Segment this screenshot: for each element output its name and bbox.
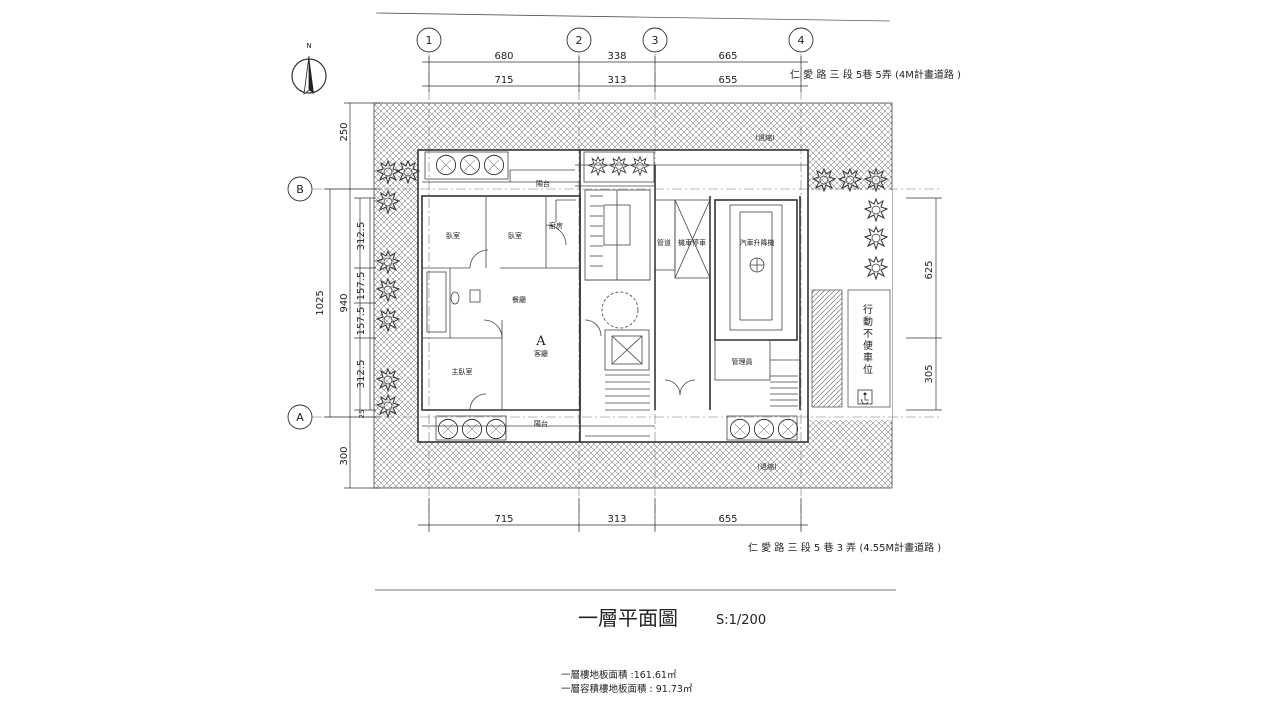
grid-bubble-4 <box>788 27 814 53</box>
grid-bubble-2 <box>566 27 592 53</box>
service-area <box>654 199 711 279</box>
room-balcony-top: 陽台 <box>536 179 550 188</box>
room-mech-parking: 機車停車 <box>678 238 706 247</box>
dim-left-part-4: 312.5 <box>356 360 367 389</box>
dim-left-sub: 940 <box>339 293 350 312</box>
grid-bubble-1 <box>416 27 442 53</box>
stair-core <box>584 189 696 396</box>
car-lift <box>714 199 800 381</box>
accessible-char-1: 行 <box>863 303 873 316</box>
room-bedroom-1: 臥室 <box>446 231 460 240</box>
grid-label-4: 4 <box>798 34 805 47</box>
dim-top-3: 665 <box>718 51 737 62</box>
drawing-title: 一層平面圖 <box>578 606 678 630</box>
dim-left-total: 1025 <box>315 290 326 315</box>
room-guard: 管理員 <box>732 357 753 366</box>
dim-bottom-1: 715 <box>494 514 513 525</box>
room-master: 主臥室 <box>452 367 473 376</box>
room-bedroom-2: 臥室 <box>508 231 522 240</box>
room-kitchen: 廚房 <box>549 221 563 230</box>
accessible-char-2: 動 <box>863 315 873 328</box>
dim-left-part-1: 312.5 <box>356 222 367 251</box>
room-balcony-bottom: 陽台 <box>534 419 548 428</box>
dim-left-setback-top: 250 <box>339 122 350 141</box>
accessible-parking-stripe <box>811 289 843 408</box>
building-walls <box>417 149 809 443</box>
dim-left-part-3: 157.5 <box>356 307 367 336</box>
right-dimensions: 625 305 <box>906 197 942 411</box>
dim-top-inner-1: 715 <box>494 75 513 86</box>
accessible-parking-space <box>847 289 891 408</box>
grid-bubble-b <box>287 176 313 202</box>
north-label: N <box>306 42 311 50</box>
dim-bottom-2: 313 <box>607 514 626 525</box>
grid-label-b: B <box>296 183 304 196</box>
grid-label-2: 2 <box>576 34 583 47</box>
room-labels: 陽台 臥室 臥室 廚房 餐廳 A 客廳 主臥室 陽台 管道 機車停車 汽車升降機… <box>446 133 777 471</box>
top-dimensions: 680 338 665 715 313 655 <box>422 51 808 92</box>
dim-left-part-2: 157.5 <box>356 272 367 301</box>
stair-treads <box>590 195 798 411</box>
wheelchair-icon <box>857 389 873 405</box>
dim-top-inner-3: 655 <box>718 75 737 86</box>
setback-south: (退縮) <box>757 462 777 471</box>
grid-label-a: A <box>296 411 304 424</box>
north-arrow: N <box>291 42 327 95</box>
dim-right-1: 625 <box>924 260 935 279</box>
area-far: 一層容積樓地板面積 : 91.73㎡ <box>561 683 693 695</box>
grid-label-1: 1 <box>426 34 433 47</box>
dim-top-inner-2: 313 <box>607 75 626 86</box>
unit-a-interior <box>422 169 580 411</box>
bottom-dimensions: 715 313 655 <box>418 498 808 532</box>
grid-bubble-a <box>287 404 313 430</box>
property-line <box>375 12 891 22</box>
grid-label-3: 3 <box>652 34 659 47</box>
dim-left-setback-bottom: 300 <box>339 446 350 465</box>
grid-bubble-3 <box>642 27 668 53</box>
area-floor: 一層樓地板面積 :161.61㎡ <box>561 669 677 681</box>
setback-north: (退縮) <box>755 133 775 142</box>
accessible-char-6: 位 <box>863 363 873 376</box>
road-south-label: 仁 愛 路 三 段 5 巷 3 弄 (4.55M計畫道路 ) <box>748 541 941 554</box>
road-north-label: 仁 愛 路 三 段 5巷 5弄 (4M計畫道路 ) <box>790 68 961 81</box>
dim-left-small: 25 <box>358 410 366 419</box>
drawing-scale: S:1/200 <box>716 613 766 628</box>
room-unit-a: A <box>535 334 546 349</box>
setback-area <box>373 102 893 489</box>
room-car-lift: 汽車升降機 <box>740 238 775 247</box>
left-dimensions: 250 1025 940 312.5 157.5 157.5 312.5 25 … <box>315 102 380 489</box>
accessible-char-5: 車 <box>863 351 873 364</box>
room-pipe: 管道 <box>657 238 671 247</box>
grid-bubbles: 1 2 3 4 B A <box>287 27 814 430</box>
accessible-parking-label: 行 動 不 便 車 位 <box>863 303 873 376</box>
dim-top-1: 680 <box>494 51 513 62</box>
dim-bottom-3: 655 <box>718 514 737 525</box>
room-living: 客廳 <box>534 349 548 358</box>
dim-right-2: 305 <box>924 364 935 383</box>
room-dining: 餐廳 <box>512 295 526 304</box>
accessible-char-4: 便 <box>863 339 873 352</box>
dim-top-2: 338 <box>607 51 626 62</box>
accessible-char-3: 不 <box>863 329 873 340</box>
